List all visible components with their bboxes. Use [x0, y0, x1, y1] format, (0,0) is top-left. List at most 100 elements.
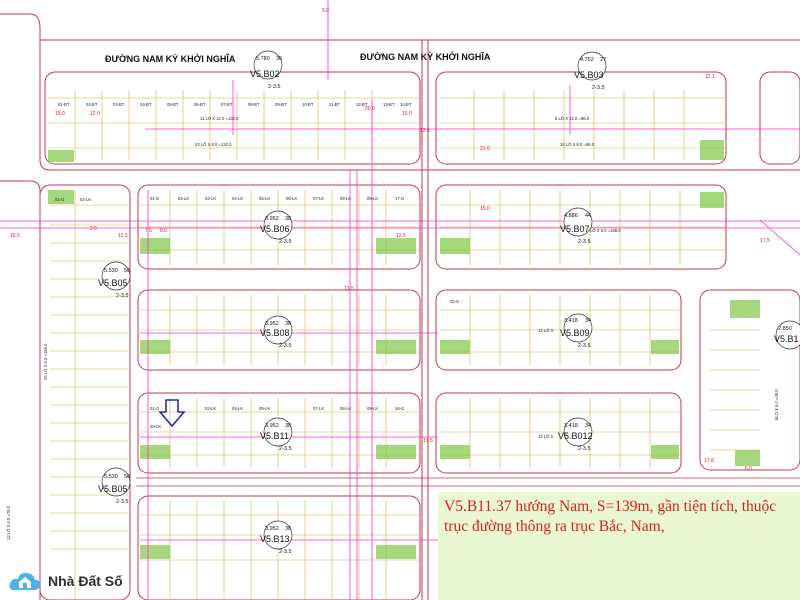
svg-text:V5.B09: V5.B09 — [560, 328, 590, 338]
svg-text:3.952: 3.952 — [265, 526, 279, 532]
brand-logo[interactable]: Nhà Đất Số — [0, 562, 208, 600]
svg-text:09-LK: 09-LK — [367, 406, 378, 411]
svg-text:V5.B02: V5.B02 — [250, 69, 280, 79]
block-badge-b08: 3.952 38 V5.B08 2-3.5 — [260, 315, 293, 349]
svg-text:08-LK: 08-LK — [340, 406, 351, 411]
svg-text:02-G: 02-G — [450, 299, 459, 304]
svg-text:2-3.5: 2-3.5 — [578, 239, 591, 245]
svg-text:V5.B06: V5.B06 — [260, 224, 290, 234]
svg-text:2.5: 2.5 — [90, 226, 97, 232]
svg-text:2-3.5: 2-3.5 — [578, 343, 591, 349]
block-badge-b11: 3.952 38 V5.B11 2-3.5 — [260, 417, 293, 452]
block-badge-b02: 5.780 36 V5.B02 2-3.5 — [250, 50, 283, 90]
svg-text:34: 34 — [585, 318, 591, 324]
svg-text:12.5: 12.5 — [420, 128, 430, 134]
svg-text:11 LÔ X 12.0 =132.0: 11 LÔ X 12.0 =132.0 — [200, 116, 239, 121]
svg-text:44: 44 — [585, 213, 591, 219]
svg-text:01-BT: 01-BT — [58, 102, 70, 107]
svg-text:2-3.5: 2-3.5 — [592, 85, 605, 91]
lot-labels: 01-BT 02-BT 03-BT 04-BT 05-BT 06-BT 07-B… — [55, 102, 459, 429]
svg-text:4.752: 4.752 — [580, 57, 594, 63]
svg-text:2.850: 2.850 — [778, 326, 792, 332]
svg-text:04-LK: 04-LK — [232, 196, 243, 201]
svg-text:03-BT: 03-BT — [113, 102, 125, 107]
svg-text:08-BT: 08-BT — [248, 102, 260, 107]
svg-text:7.5: 7.5 — [145, 228, 152, 234]
svg-text:8 LÔ X 12.0 =96.0: 8 LÔ X 12.0 =96.0 — [555, 116, 590, 121]
arrow-down-icon — [158, 399, 186, 428]
svg-text:V5.B11: V5.B11 — [260, 431, 289, 441]
svg-text:3.952: 3.952 — [265, 321, 279, 327]
svg-text:3.952: 3.952 — [265, 216, 279, 222]
block-badge-b09: 3.418 34 V5.B09 2-3.5 — [560, 313, 593, 349]
svg-text:V5.B1: V5.B1 — [774, 334, 799, 344]
svg-text:6.0: 6.0 — [745, 466, 752, 472]
svg-text:15.0: 15.0 — [480, 206, 490, 212]
road-name-right: ĐƯỜNG NAM KỲ KHỞI NGHĨA — [360, 51, 491, 62]
svg-text:V5.B08: V5.B08 — [260, 328, 290, 338]
svg-text:2-3.5: 2-3.5 — [578, 446, 591, 452]
svg-text:3.418: 3.418 — [564, 318, 578, 324]
note-panel — [438, 492, 800, 600]
block-badge-b13: 3.952 38 V5.B13 2-3.5 — [260, 520, 293, 555]
block-badge-b03: 4.752 27 V5.B03 2-3.5 — [574, 51, 607, 91]
svg-text:12 LÔ X: 12 LÔ X — [538, 328, 554, 333]
svg-text:17-G: 17-G — [395, 196, 404, 201]
svg-text:02-LK: 02-LK — [80, 197, 91, 202]
brand-name: Nhà Đất Số — [48, 573, 123, 589]
svg-text:02-LK: 02-LK — [178, 196, 189, 201]
svg-text:V5.B05: V5.B05 — [98, 278, 128, 288]
svg-text:V5.B012: V5.B012 — [558, 431, 593, 441]
svg-text:20.0: 20.0 — [365, 106, 375, 112]
block-badge-b012: 3.418 34 V5.B012 2-3.5 — [558, 417, 593, 452]
svg-text:5.0: 5.0 — [322, 8, 329, 14]
svg-text:V5.B07: V5.B07 — [560, 224, 590, 234]
svg-text:12.0: 12.0 — [90, 111, 100, 117]
svg-text:02-BT: 02-BT — [86, 102, 98, 107]
svg-text:04-BT: 04-BT — [140, 102, 152, 107]
svg-text:3.418: 3.418 — [564, 423, 578, 429]
svg-text:36: 36 — [276, 56, 282, 62]
svg-text:LÔ X 6.0 =168.0: LÔ X 6.0 =168.0 — [590, 228, 621, 233]
svg-text:05-LK: 05-LK — [259, 196, 270, 201]
svg-text:8.0: 8.0 — [160, 228, 167, 234]
svg-text:10-BT: 10-BT — [302, 102, 314, 107]
svg-text:V5.B05: V5.B05 — [98, 484, 128, 494]
svg-text:16-G: 16-G — [395, 406, 404, 411]
svg-text:8LÔ X 6.0 =48.0: 8LÔ X 6.0 =48.0 — [774, 389, 779, 420]
svg-text:19.0: 19.0 — [55, 111, 65, 117]
svg-text:56: 56 — [124, 474, 130, 480]
svg-text:12.1: 12.1 — [705, 74, 715, 80]
svg-text:2-3.5: 2-3.5 — [279, 549, 292, 555]
svg-text:07-LK: 07-LK — [313, 406, 324, 411]
svg-text:2-3.5: 2-3.5 — [279, 446, 292, 452]
svg-text:38: 38 — [285, 216, 291, 222]
svg-text:08-LK: 08-LK — [340, 196, 351, 201]
svg-text:34: 34 — [585, 423, 591, 429]
svg-text:03-LK: 03-LK — [205, 406, 216, 411]
svg-text:2-3.5: 2-3.5 — [279, 239, 292, 245]
svg-text:4.886: 4.886 — [564, 213, 578, 219]
svg-text:05-BT: 05-BT — [167, 102, 179, 107]
svg-text:26 LÔ X 6.0 =156.0: 26 LÔ X 6.0 =156.0 — [43, 343, 48, 380]
svg-text:12-BT: 12-BT — [356, 102, 368, 107]
listing-note: V5.B11.37 hướng Nam, S=139m, gần tiện tí… — [444, 498, 777, 535]
svg-text:21.0: 21.0 — [480, 146, 490, 152]
svg-text:07-LK: 07-LK — [313, 196, 324, 201]
svg-text:2-3.5: 2-3.5 — [268, 84, 281, 90]
svg-text:17.5: 17.5 — [760, 238, 770, 244]
svg-text:04-LK: 04-LK — [232, 406, 243, 411]
block-badge-b1: 2.850 V5.B1 — [774, 320, 800, 350]
house-cloud-icon — [9, 572, 41, 590]
road-name-left: ĐƯỜNG NAM KỲ KHỞI NGHĨA — [105, 53, 236, 64]
svg-text:5.530: 5.530 — [104, 474, 118, 480]
svg-text:17.5: 17.5 — [423, 438, 433, 444]
svg-text:2-3.5: 2-3.5 — [116, 293, 129, 299]
green-lots — [48, 140, 760, 559]
svg-text:15.0: 15.0 — [402, 111, 412, 117]
svg-text:38: 38 — [285, 321, 291, 327]
dimension-texts: 11 LÔ X 12.0 =132.0 8 LÔ X 12.0 =96.0 22… — [6, 8, 779, 540]
svg-text:03-LK: 03-LK — [205, 196, 216, 201]
